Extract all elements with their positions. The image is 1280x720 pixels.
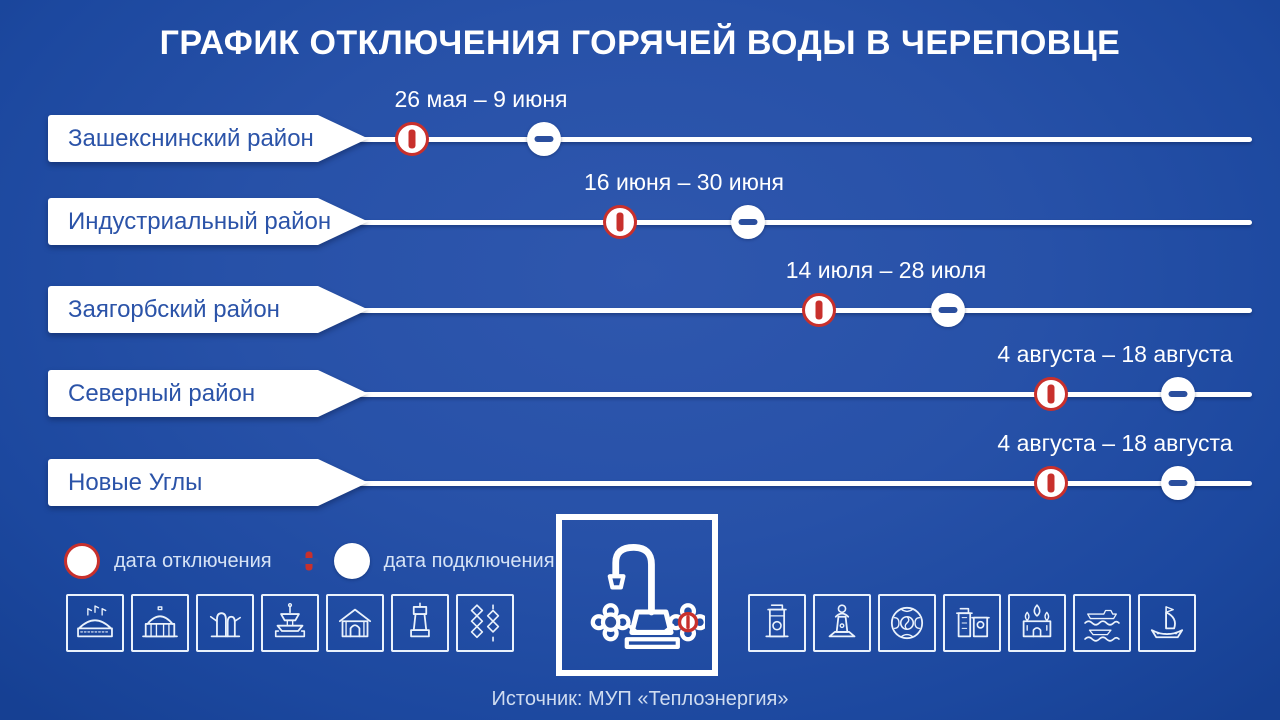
- page-title: ГРАФИК ОТКЛЮЧЕНИЯ ГОРЯЧЕЙ ВОДЫ В ЧЕРЕПОВ…: [159, 24, 1121, 62]
- round-ornament-icon: [878, 594, 936, 652]
- folk-ornament-icon: [456, 594, 514, 652]
- district-label: Зашекснинский район: [68, 124, 314, 152]
- timeline-track: [358, 137, 1252, 142]
- timeline-track: [358, 220, 1252, 225]
- date-range-label: 26 мая – 9 июня: [394, 86, 568, 112]
- arena-icon: [66, 594, 124, 652]
- district-label: Индустриальный район: [68, 207, 332, 235]
- district-flag: Новые Углы: [48, 459, 368, 506]
- shutdown-date-marker: [1034, 377, 1068, 411]
- district-label: Заягорбский район: [68, 295, 280, 323]
- water-tower-icon: [943, 594, 1001, 652]
- legend-shutdown-label: дата отключения: [114, 549, 272, 572]
- tower-monument-icon: [391, 594, 449, 652]
- reconnect-date-marker: [1161, 466, 1195, 500]
- water-faucet-icon: [556, 514, 718, 676]
- fountain-icon: [261, 594, 319, 652]
- district-flag: Зашекснинский район: [48, 115, 368, 162]
- shutdown-date-marker: [603, 205, 637, 239]
- theatre-icon: [131, 594, 189, 652]
- philharmonic-icon: [326, 594, 384, 652]
- bust-monument-icon: [813, 594, 871, 652]
- legend: дата отключения дата подключения: [64, 543, 555, 579]
- timeline-track: [358, 392, 1252, 397]
- reconnect-date-icon: [333, 543, 370, 579]
- district-flag: Северный район: [48, 370, 368, 417]
- date-range-label: 4 августа – 18 августа: [997, 341, 1233, 367]
- shutdown-date-icon: [64, 543, 100, 579]
- reconnect-date-marker: [731, 205, 765, 239]
- district-label: Новые Углы: [68, 468, 203, 496]
- timeline-track: [358, 481, 1252, 486]
- source-credit: Источник: МУП «Теплоэнергия»: [491, 688, 789, 710]
- district-label: Северный район: [68, 379, 256, 407]
- timeline-track: [358, 308, 1252, 313]
- reconnect-date-marker: [527, 122, 561, 156]
- sailboat-icon: [1138, 594, 1196, 652]
- date-range-label: 16 июня – 30 июня: [583, 169, 785, 195]
- date-range-label: 14 июля – 28 июля: [785, 257, 987, 283]
- landmark-tiles-left: [66, 594, 514, 652]
- cathedral-icon: [1008, 594, 1066, 652]
- river-ships-icon: [1073, 594, 1131, 652]
- founders-monument-icon: [196, 594, 254, 652]
- legend-reconnect-entry: дата подключения: [333, 543, 555, 579]
- district-flag: Индустриальный район: [48, 198, 368, 245]
- district-flag: Заягорбский район: [48, 286, 368, 333]
- reconnect-date-marker: [1161, 377, 1195, 411]
- legend-reconnect-label: дата подключения: [383, 549, 555, 572]
- shutdown-date-marker: [802, 293, 836, 327]
- landmark-tiles-right: [748, 594, 1196, 652]
- reconnect-date-marker: [931, 293, 965, 327]
- legend-shutdown-entry: дата отключения: [64, 543, 272, 579]
- clock-tower-icon: [748, 594, 806, 652]
- shutdown-date-marker: [395, 122, 429, 156]
- date-range-label: 4 августа – 18 августа: [997, 430, 1233, 456]
- shutdown-date-marker: [1034, 466, 1068, 500]
